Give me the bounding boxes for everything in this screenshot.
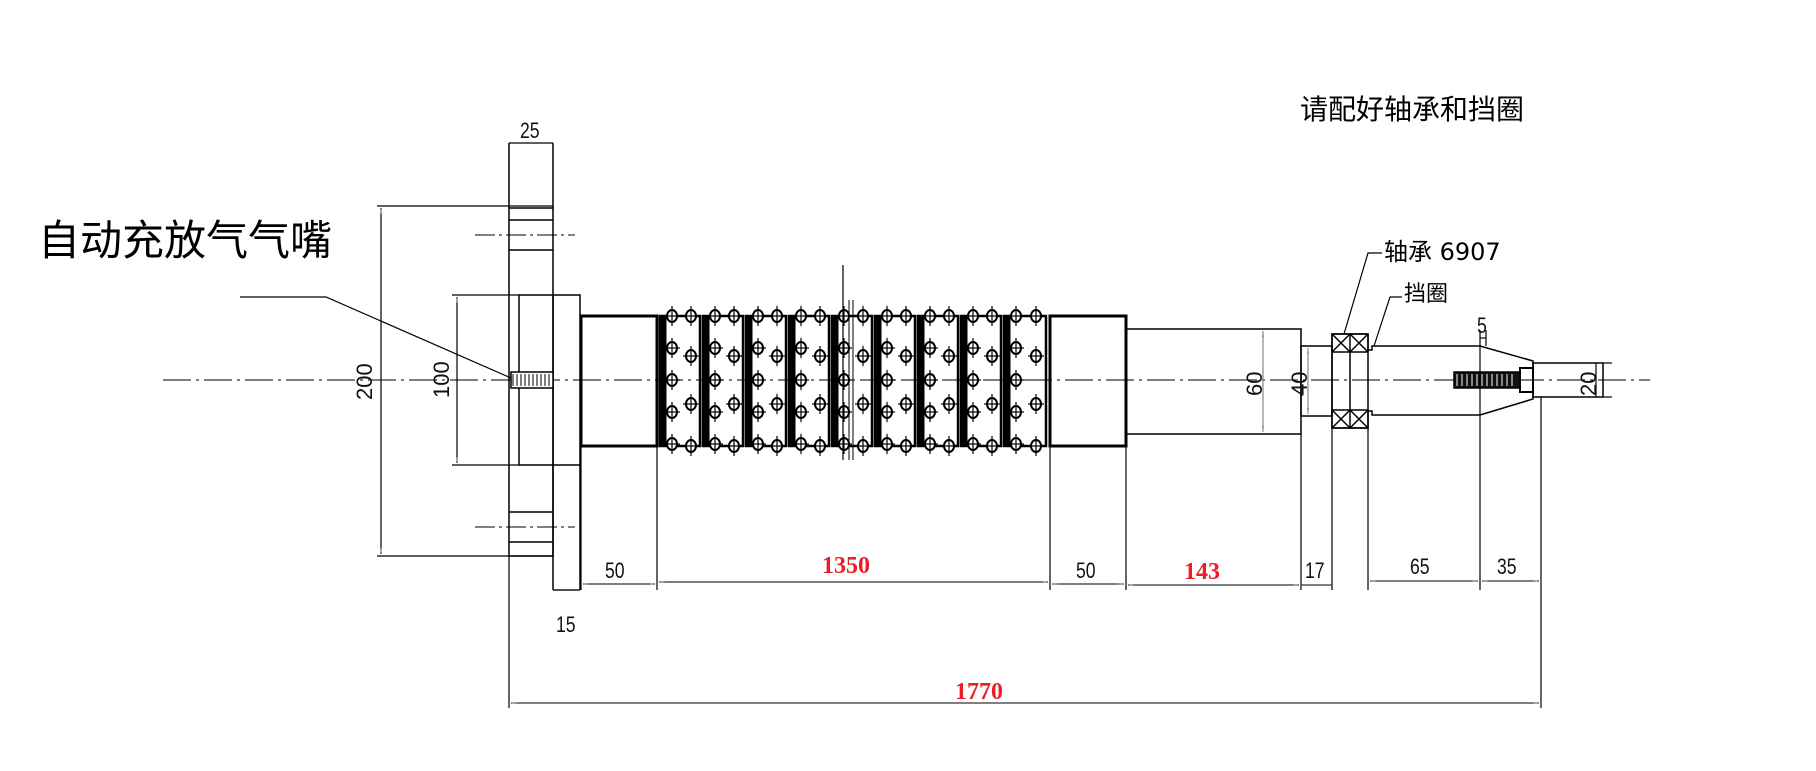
- dim-working-section: 1350: [822, 553, 870, 579]
- dim-hub-diameter: 100: [429, 361, 454, 398]
- dim-left-plain: 50: [605, 558, 625, 583]
- segment-9: [1002, 314, 1048, 448]
- dim-right-plain: 50: [1076, 558, 1096, 583]
- segment-8: [959, 314, 1003, 448]
- dim-shaft-section: 143: [1184, 559, 1220, 585]
- working-section: [658, 265, 1048, 460]
- segment-6: [873, 314, 917, 448]
- dim-bearing-seat: 17: [1305, 558, 1325, 583]
- segment-1: [658, 314, 702, 448]
- flange: [475, 143, 581, 591]
- bearing-leaders: [1343, 252, 1402, 347]
- bearing-6907: [1331, 333, 1369, 429]
- dim-shaft-diameter: 60: [1242, 371, 1267, 396]
- segment-4: [787, 314, 831, 448]
- title-note: 请配好轴承和挡圈: [1300, 93, 1525, 126]
- dim-cone: 35: [1497, 554, 1517, 579]
- dim-bearing-seat-diameter: 40: [1287, 371, 1312, 396]
- segment-5: [830, 314, 874, 448]
- right-plain-section: [1048, 314, 1128, 448]
- air-valve-leader: [240, 296, 512, 379]
- dim-flange-diameter: 200: [352, 363, 377, 400]
- dim-overall-length: 1770: [955, 679, 1003, 705]
- shaft-section: [1125, 328, 1302, 435]
- diameter-dimensions-right: [1261, 331, 1612, 432]
- extension-lines: [508, 330, 1542, 708]
- dimension-lines: [511, 579, 1539, 705]
- left-plain-section: [579, 314, 659, 448]
- dim-tip-diameter: 20: [1576, 371, 1601, 396]
- segment-7: [916, 314, 960, 448]
- segment-3: [744, 314, 788, 448]
- journal-and-cone: [1368, 345, 1604, 416]
- retaining-ring-label: 挡圈: [1404, 282, 1449, 307]
- bearing-label: 轴承 6907: [1384, 238, 1501, 266]
- dim-hub-offset: 15: [556, 612, 576, 637]
- diameter-dimensions-left: [377, 142, 553, 557]
- segment-2: [701, 314, 745, 448]
- dim-chamfer: 5: [1477, 313, 1487, 338]
- segment-holes: [663, 305, 1045, 457]
- dim-flange-thickness: 25: [520, 118, 540, 143]
- dim-journal: 65: [1410, 554, 1430, 579]
- air-valve-label: 自动充放气气嘴: [38, 216, 333, 265]
